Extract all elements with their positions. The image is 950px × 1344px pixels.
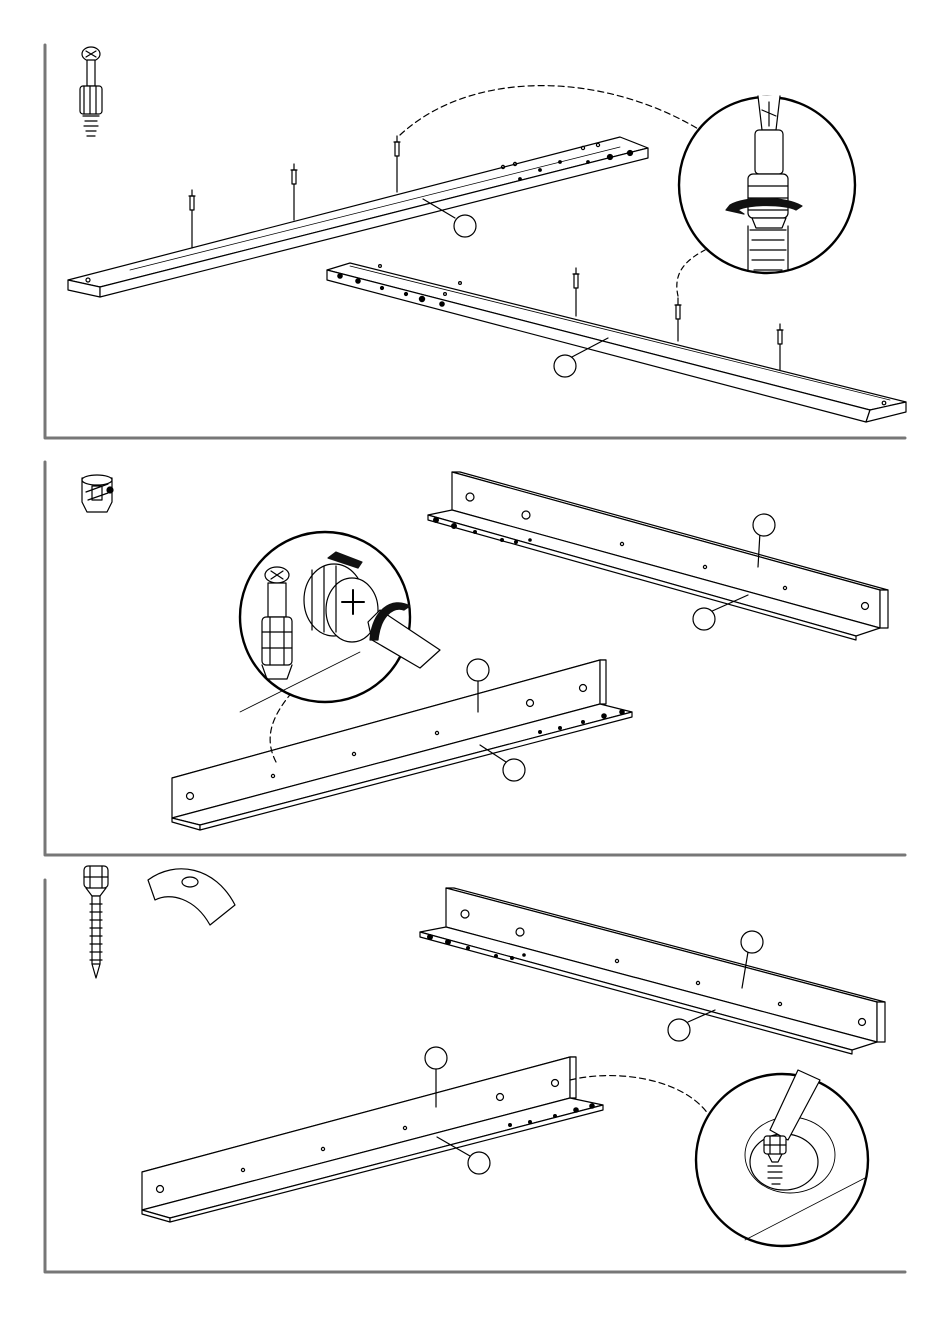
cam-lock-housing-icon <box>82 475 113 512</box>
step-1 <box>68 47 906 422</box>
l-rail-upper <box>428 472 888 640</box>
cover-cap-icon <box>148 869 235 925</box>
screw-in-dowel-detail <box>679 96 855 273</box>
long-board-lower <box>327 263 906 422</box>
l-rail-lower <box>172 659 632 830</box>
step-3 <box>84 866 885 1246</box>
detail-leader-line <box>400 86 700 135</box>
detail-leader-line <box>677 250 705 296</box>
screw-with-cross-head-icon <box>84 866 108 978</box>
cam-lock-tightening-detail <box>240 532 440 712</box>
cam-dowel-screw-icon <box>80 47 102 136</box>
screw-insertion-detail <box>696 1070 868 1246</box>
l-rail-upper <box>420 888 885 1054</box>
l-rail-lower <box>142 1047 603 1222</box>
step-2 <box>82 472 888 830</box>
